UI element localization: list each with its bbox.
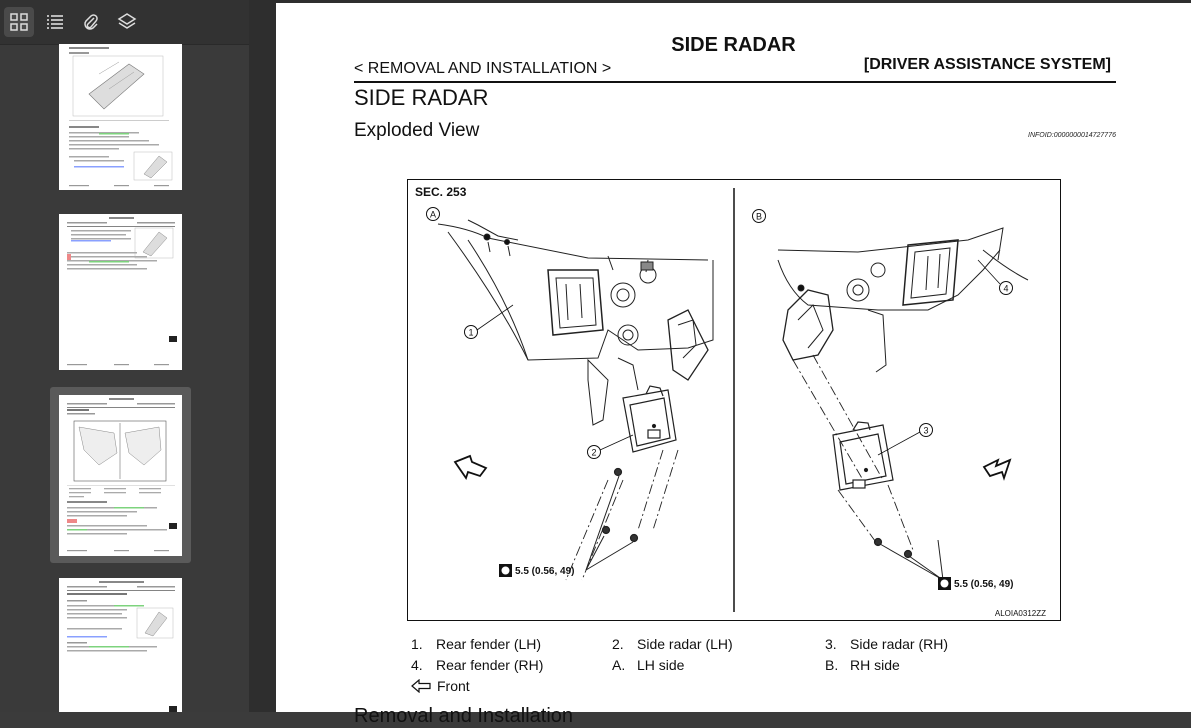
- outline-icon: [47, 15, 63, 29]
- side-radar-rh-drawing: [792, 354, 944, 581]
- legend-item: 2.Side radar (LH): [612, 636, 733, 652]
- panel-a-label: A: [430, 210, 436, 220]
- subsection-title: Exploded View: [354, 120, 480, 141]
- rear-fender-lh-drawing: [437, 219, 714, 426]
- legend-item: A.LH side: [612, 657, 685, 673]
- callout-1: 1: [468, 328, 473, 338]
- torque-spec-lh: 5.5 (0.56, 49): [499, 564, 574, 577]
- legend-item: 1.Rear fender (LH): [411, 636, 542, 652]
- front-arrow-icon: [411, 679, 431, 693]
- thumbnails-tab[interactable]: [4, 7, 34, 37]
- page-thumbnail[interactable]: [59, 214, 182, 370]
- figure-section-label: SEC. 253: [415, 185, 467, 199]
- callout-3: 3: [923, 426, 928, 436]
- section-title: SIDE RADAR: [354, 85, 489, 110]
- thumbnails-icon: [10, 13, 28, 31]
- header-rule: [354, 81, 1116, 83]
- info-id: INFOID:0000000014727776: [1028, 132, 1116, 139]
- layers-tab[interactable]: [112, 7, 142, 37]
- exploded-view-figure: SEC. 253 A B: [407, 179, 1061, 621]
- side-radar-lh-drawing: [565, 385, 679, 581]
- svg-text:5.5 (0.56, 49): 5.5 (0.56, 49): [515, 566, 574, 577]
- system-tag: [DRIVER ASSISTANCE SYSTEM]: [863, 56, 1111, 73]
- panel-a-marker: [426, 207, 440, 221]
- torque-spec-rh: 5.5 (0.56, 49): [938, 577, 1013, 590]
- callout-2: 2: [591, 448, 596, 458]
- breadcrumb: < REMOVAL AND INSTALLATION >: [354, 60, 612, 77]
- viewer-gutter: [249, 0, 276, 712]
- panel-b-marker: [752, 209, 766, 223]
- callout-4: 4: [1003, 284, 1008, 294]
- legend-item: 3.Side radar (RH): [825, 636, 949, 652]
- thumbnail-sidebar: [0, 0, 249, 712]
- next-section-heading: Removal and Installation: [354, 705, 574, 727]
- front-arrow-lh: [453, 454, 488, 480]
- front-arrow-rh: [982, 458, 1012, 481]
- page-thumbnail[interactable]: [59, 44, 182, 190]
- page-thumbnail[interactable]: [59, 578, 182, 712]
- sidebar-toolbar: [0, 0, 249, 45]
- attachments-icon: [84, 14, 98, 30]
- svg-text:5.5 (0.56, 49): 5.5 (0.56, 49): [954, 579, 1013, 590]
- front-legend: Front: [411, 678, 470, 694]
- legend-item: 4.Rear fender (RH): [411, 657, 544, 673]
- layers-icon: [117, 13, 137, 29]
- page-thumbnail-current[interactable]: [59, 395, 182, 556]
- figure-id: ALOIA0312ZZ: [995, 609, 1046, 618]
- outline-tab[interactable]: [40, 7, 70, 37]
- rear-fender-rh-drawing: [777, 227, 1029, 373]
- attachments-tab[interactable]: [76, 7, 106, 37]
- panel-b-label: B: [756, 212, 762, 222]
- document-page: SIDE RADAR < REMOVAL AND INSTALLATION > …: [276, 0, 1191, 727]
- page-header-title: SIDE RADAR: [671, 34, 796, 56]
- legend-item: B.RH side: [825, 657, 900, 673]
